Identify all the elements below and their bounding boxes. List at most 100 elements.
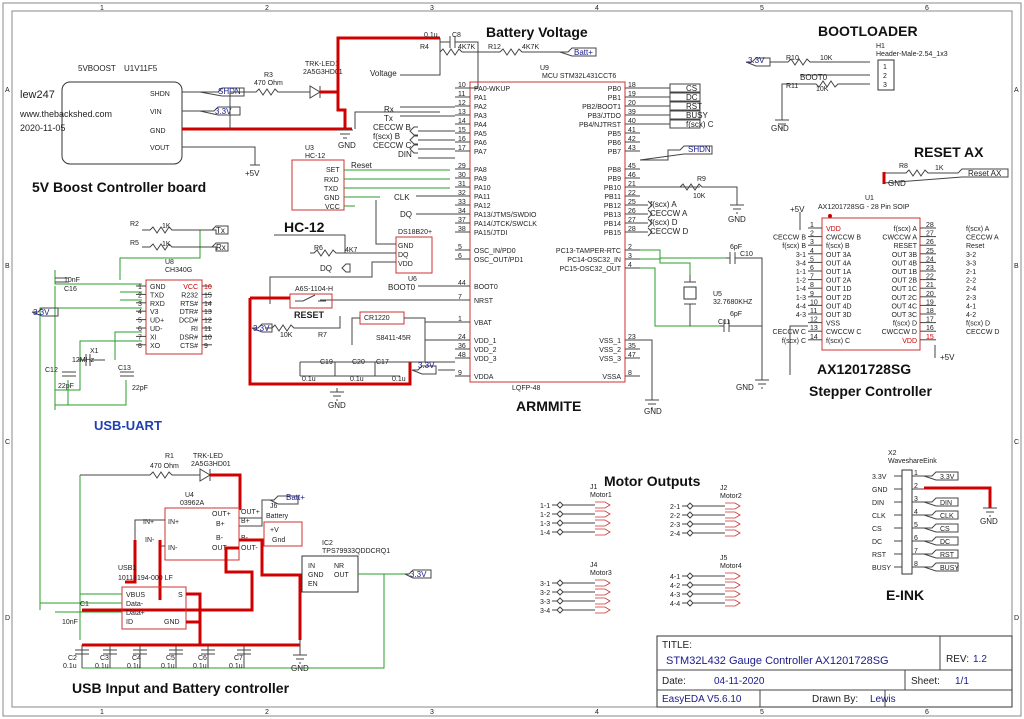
j6-pin-plus: +V [270, 527, 279, 534]
stepper-pin-number: 28 [926, 222, 934, 229]
r11-value: 10K [816, 86, 829, 93]
mcu-pin-number: 17 [458, 145, 466, 152]
c8-value: 0.1u [424, 32, 438, 39]
stepper-right-net: f(scx) D [966, 321, 990, 328]
frame-row-label-left: A [5, 87, 10, 94]
u8-part: CH340G [165, 267, 192, 274]
frame-row-label-left: B [5, 263, 10, 270]
stepper-left-net: 1-2 [796, 278, 806, 285]
stepper-right-net: 3-2 [966, 252, 976, 259]
gnd-label-r9: GND [728, 215, 746, 224]
r3-led1: R3 470 Ohm TRK-LED1 2A5G3HD01 GND [229, 36, 440, 150]
mcu-pin-number: 48 [458, 352, 466, 359]
r11-ref: R11 [786, 83, 798, 90]
eink-net: CLK [940, 513, 954, 520]
mcu-pin-name: VDD_1 [474, 338, 497, 345]
r6-ref: R6 [314, 245, 323, 252]
c13-value: 22pF [132, 385, 148, 392]
mcu-pin-number: 30 [458, 172, 466, 179]
mcu-pin-number: 1 [458, 316, 462, 323]
mcu-lower-left: BOOT0 A6S-1104-H RESET 10K R7 3.3V CR122… [248, 283, 662, 416]
r7-ref: R7 [318, 332, 327, 339]
u4-ref: U4 [185, 492, 194, 499]
title-motor-outputs: Motor Outputs [604, 473, 701, 489]
net-fscx-d: f(scx) D [650, 218, 678, 227]
stepper-pin-number: 8 [810, 282, 814, 289]
r9-value: 10K [693, 193, 706, 200]
r1-value: 470 Ohm [150, 463, 179, 470]
stepper-pin-number: 14 [810, 334, 818, 341]
motor-connectors: J1Motor11-11-21-31-4J2Motor22-12-22-32-4… [540, 484, 742, 615]
tb-sheet-label: Sheet: [911, 676, 940, 687]
bottom-cap-ref: C7 [234, 655, 243, 662]
mcu-pin-number: 18 [628, 82, 636, 89]
mcu-pin-name: PB12 [604, 203, 621, 210]
stepper-pin-name: CWCCW C [826, 329, 861, 336]
mcu-pin-number: 28 [628, 226, 636, 233]
stepper-pin-number: 15 [926, 334, 934, 341]
stepper-body [821, 217, 921, 351]
eink-net: DC [940, 539, 950, 546]
mcu-pin-name: PB1 [608, 95, 621, 102]
stepper-ic: U1 AX1201728SG - 28 Pin SOIP 1VDD2CWCCW … [773, 195, 999, 375]
stepper-pin-name: RESET [894, 243, 918, 250]
u4-out-minus: OUT- [241, 545, 258, 552]
stepper-pin-number: 21 [926, 282, 934, 289]
eink-pin-name: CS [872, 526, 882, 533]
mcu-pin-number: 6 [458, 253, 462, 260]
usb1-pin-dplus: Data+ [126, 610, 145, 617]
j6-part: Battery [266, 513, 289, 520]
mcu-net-boot0: BOOT0 [388, 283, 416, 292]
h1-pin-3: 3 [883, 82, 887, 89]
frame-col-label-top: 1 [100, 5, 104, 12]
u4-int-out-minus: OUT- [212, 545, 229, 552]
r1-ref: R1 [165, 453, 174, 460]
mcu-pin-name: PA15/JTDI [474, 230, 507, 237]
motor-net: 4-4 [670, 601, 680, 608]
c19-value: 0.1u [302, 376, 316, 383]
tb-rev-label: REV: [946, 654, 969, 665]
c20-value: 0.1u [350, 376, 364, 383]
stepper-pin-number: 12 [810, 317, 818, 324]
r10-ref: R10 [786, 55, 799, 62]
stepper-pin-name: f(scx) B [826, 243, 850, 250]
h1-pin-1: 1 [883, 64, 887, 71]
motor-ref: J4 [590, 562, 598, 569]
bottom-cap-value: 0.1u [161, 663, 175, 670]
stepper-pin-number: 25 [926, 248, 934, 255]
ds18-pin-gnd: GND [398, 243, 414, 250]
bottom-cap-ref: C4 [132, 655, 141, 662]
eink-net: DIN [940, 500, 952, 507]
stepper-left-net: 1-3 [796, 295, 806, 302]
mcu-pin-name: PB13 [604, 212, 621, 219]
net-fscx-a: f(scx) A [650, 200, 677, 209]
boost-ref: 5VBOOST [78, 64, 116, 73]
motor-net: 1-1 [540, 503, 550, 510]
r3-value: 470 Ohm [254, 80, 283, 87]
frame-row-label-right: D [1014, 615, 1019, 622]
stepper-pin-name: OUT 3D [826, 312, 852, 319]
mcu-pin-number: 43 [628, 145, 636, 152]
r12-ref: R12 [488, 44, 501, 51]
mcu-pin-name: PA3 [474, 113, 487, 120]
title-usb-uart: USB-UART [94, 418, 162, 433]
motor-ref: J1 [590, 484, 598, 491]
c8-ref: C8 [452, 32, 461, 39]
stepper-pin-name: OUT 3B [892, 252, 917, 259]
gnd-label-r8: GND [888, 179, 906, 188]
mcu-pin-name: PC15-OSC32_OUT [560, 266, 622, 273]
c17-value: 0.1u [392, 376, 406, 383]
r5-value: 1K [162, 241, 171, 248]
mcu-pin-name: PB8 [608, 167, 621, 174]
stepper-pin-number: 6 [810, 265, 814, 272]
motor-net: 2-4 [670, 531, 680, 538]
mcu-pin-name: NRST [474, 298, 494, 305]
mcu-pin-name: PB15 [604, 230, 621, 237]
net-rx: Rx [384, 105, 394, 114]
tb-rev: 1.2 [973, 654, 987, 665]
frame-col-label-bottom: 3 [430, 709, 434, 716]
stepper-pin-number: 19 [926, 299, 934, 306]
stepper-pin-number: 20 [926, 291, 934, 298]
stepper-left-net: f(scx) C [782, 338, 806, 345]
stepper-right-net: 3-3 [966, 260, 976, 267]
